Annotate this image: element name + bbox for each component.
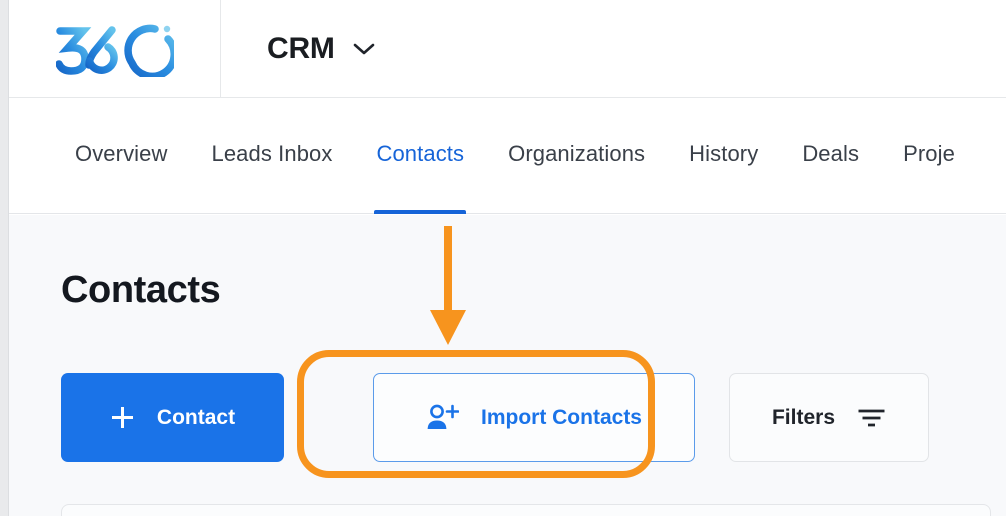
product-switcher[interactable]: CRM xyxy=(267,0,375,97)
page-content: Contacts Contact Import Contacts xyxy=(9,215,1006,516)
contacts-table-card xyxy=(61,504,991,516)
tab-deals[interactable]: Deals xyxy=(802,141,860,166)
filter-icon xyxy=(858,409,885,426)
filters-button[interactable]: Filters xyxy=(729,373,929,462)
tab-history[interactable]: History xyxy=(689,141,759,166)
360-logo-icon xyxy=(55,24,174,77)
add-contact-button[interactable]: Contact xyxy=(61,373,284,462)
chevron-down-icon xyxy=(353,43,375,54)
tab-overview[interactable]: Overview xyxy=(75,141,168,166)
nav-tablist: Overview Leads Inbox Contacts Organizati… xyxy=(53,99,977,214)
page-title: Contacts xyxy=(61,269,221,311)
filters-label: Filters xyxy=(771,405,836,429)
person-add-icon xyxy=(427,404,459,429)
tab-contacts[interactable]: Contacts xyxy=(354,99,486,214)
brand-logo[interactable] xyxy=(9,0,221,97)
product-name: CRM xyxy=(267,31,335,65)
tab-leads-inbox[interactable]: Leads Inbox xyxy=(211,141,333,166)
browser-window: CRM Overview Leads Inbox Contacts Organi… xyxy=(8,0,1006,516)
import-contacts-button[interactable]: Import Contacts xyxy=(373,373,695,462)
plus-icon xyxy=(111,407,133,428)
tab-organizations[interactable]: Organizations xyxy=(508,141,646,166)
page-action-bar: Contact Import Contacts Filters xyxy=(61,373,929,462)
tab-projects[interactable]: Proje xyxy=(903,141,955,166)
app-header: CRM xyxy=(9,0,1006,98)
nav-tabbar: Overview Leads Inbox Contacts Organizati… xyxy=(9,99,1006,214)
add-contact-label: Contact xyxy=(156,405,236,429)
import-contacts-label: Import Contacts xyxy=(480,405,642,429)
logo-dot xyxy=(163,25,170,32)
